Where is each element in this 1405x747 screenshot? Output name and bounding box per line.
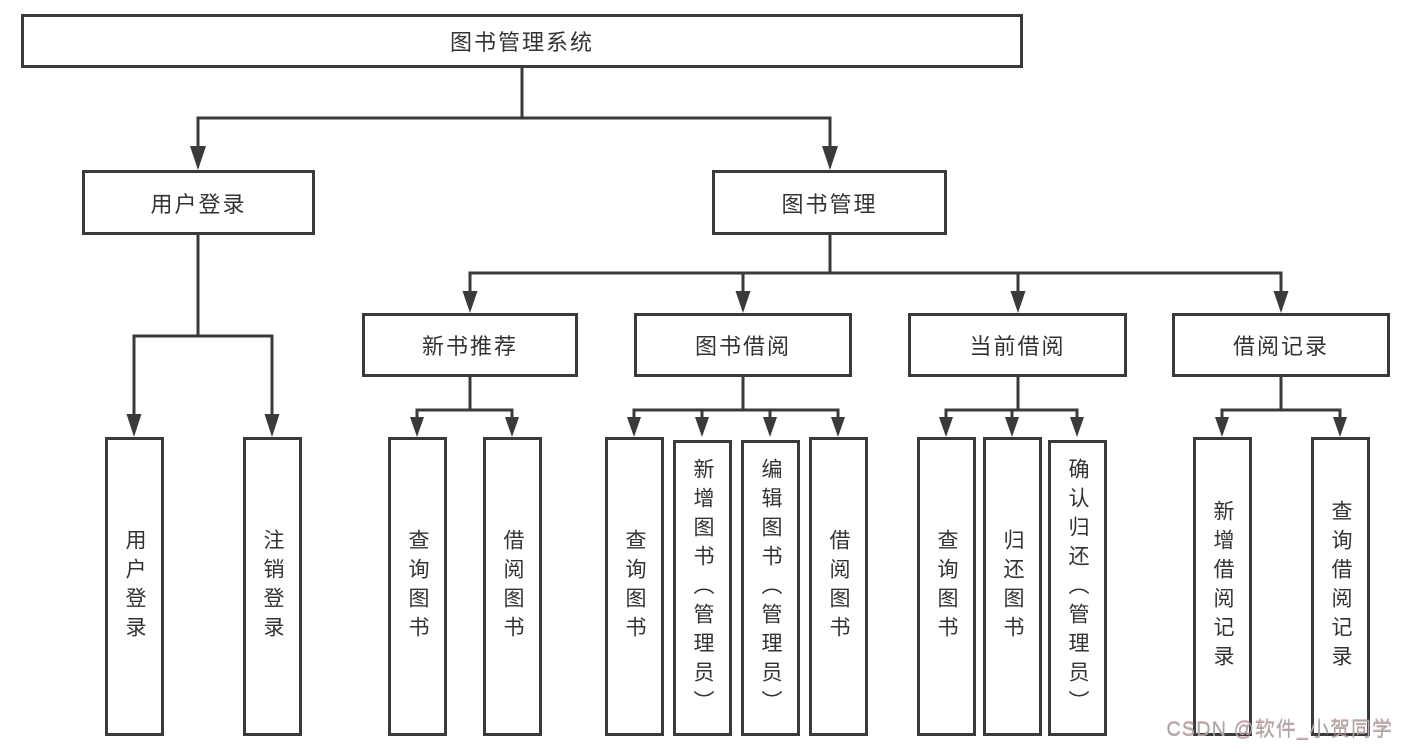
leaf-current-return-label: 归还图书: [1001, 528, 1025, 645]
leaf-borrow-borrow: 借阅图书: [809, 437, 868, 736]
node-user-login-label: 用户登录: [150, 191, 247, 217]
connector-book-management-children: [462, 233, 1289, 313]
leaf-records-add: 新增借阅记录: [1193, 437, 1252, 736]
leaf-borrow-query: 查询图书: [605, 437, 664, 736]
node-borrow-records-label: 借阅记录: [1232, 334, 1329, 359]
leaf-newbook-borrow-label: 借阅图书: [501, 528, 525, 645]
node-book-management: 图书管理: [712, 170, 947, 235]
leaf-records-query-label: 查询借阅记录: [1329, 499, 1353, 674]
node-current-borrow: 当前借阅: [908, 313, 1127, 377]
leaf-user-login-label: 用户登录: [123, 528, 147, 645]
node-borrow-records: 借阅记录: [1172, 313, 1390, 377]
leaf-user-login: 用户登录: [105, 437, 164, 736]
node-current-borrow-label: 当前借阅: [969, 334, 1066, 359]
leaf-borrow-edit-admin-label: 编辑图书（管理员）: [759, 457, 783, 719]
node-new-book-recommend: 新书推荐: [362, 313, 578, 377]
leaf-current-return: 归还图书: [983, 437, 1042, 736]
connector-user-login-children: [126, 233, 280, 437]
leaf-borrow-query-label: 查询图书: [623, 528, 647, 645]
connector-borrow-records-children: [1215, 375, 1347, 437]
leaf-newbook-query-label: 查询图书: [406, 528, 430, 645]
leaf-records-add-label: 新增借阅记录: [1211, 499, 1235, 674]
leaf-logout: 注销登录: [243, 437, 302, 736]
leaf-borrow-add-admin: 新增图书（管理员）: [673, 440, 732, 736]
leaf-logout-label: 注销登录: [261, 528, 285, 645]
leaf-borrow-edit-admin: 编辑图书（管理员）: [741, 440, 800, 736]
connector-book-borrow-children: [627, 375, 845, 437]
connector-root-to-level2: [190, 66, 838, 170]
leaf-current-confirm-admin: 确认归还（管理员）: [1048, 440, 1107, 736]
node-root: 图书管理系统: [21, 14, 1023, 68]
connector-current-borrow-children: [939, 375, 1084, 437]
node-user-login: 用户登录: [82, 170, 315, 235]
leaf-newbook-borrow: 借阅图书: [483, 437, 542, 736]
leaf-records-query: 查询借阅记录: [1311, 437, 1370, 736]
leaf-borrow-borrow-label: 借阅图书: [827, 528, 851, 645]
leaf-newbook-query: 查询图书: [388, 437, 447, 736]
connector-new-book-children: [410, 375, 519, 437]
leaf-current-query: 查询图书: [917, 437, 976, 736]
watermark: CSDN @软件_小贺同学: [1166, 719, 1393, 741]
leaf-borrow-add-admin-label: 新增图书（管理员）: [691, 457, 715, 719]
node-new-book-recommend-label: 新书推荐: [421, 334, 518, 359]
node-book-borrow-label: 图书借阅: [694, 334, 791, 359]
node-root-label: 图书管理系统: [449, 30, 594, 55]
node-book-management-label: 图书管理: [781, 191, 878, 217]
leaf-current-query-label: 查询图书: [935, 528, 959, 645]
leaf-current-confirm-admin-label: 确认归还（管理员）: [1066, 457, 1090, 719]
node-book-borrow: 图书借阅: [634, 313, 852, 377]
